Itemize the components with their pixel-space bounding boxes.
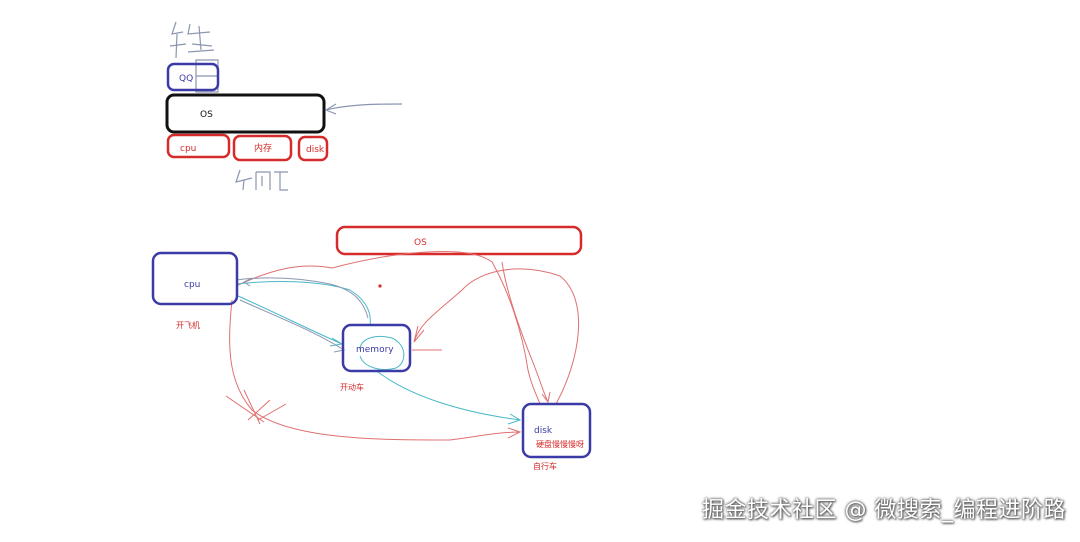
disk-node-label: disk xyxy=(534,426,553,436)
cpu-node-label: cpu xyxy=(184,280,200,290)
red-connection-strokes xyxy=(225,251,580,441)
os-box-top xyxy=(165,93,326,134)
cpu-box-top xyxy=(166,133,231,159)
memory-node xyxy=(341,323,412,373)
memory-node-label: memory xyxy=(356,345,394,355)
memory-box-top xyxy=(232,134,293,162)
os-bar-label: OS xyxy=(414,238,427,248)
memory-caption: 开动车 xyxy=(340,382,364,392)
disk-box-top xyxy=(297,135,329,162)
os-bar xyxy=(335,225,583,256)
disk-label-top: disk xyxy=(306,145,325,155)
disk-caption: 自行车 xyxy=(533,461,557,471)
qq-box xyxy=(166,62,220,92)
cpu-node xyxy=(151,251,239,306)
qq-label: QQ xyxy=(179,74,193,84)
os-label-top: OS xyxy=(200,110,213,120)
handwritten-hardware-label xyxy=(235,169,288,191)
arrow-into-os xyxy=(324,103,403,115)
disk-node xyxy=(521,402,592,459)
pen-dot xyxy=(378,284,382,288)
cyan-connection-strokes xyxy=(235,281,522,425)
disk-inner-note: 硬盘慢慢慢呀 xyxy=(536,439,584,449)
cpu-label-top: cpu xyxy=(180,144,196,154)
handwritten-software-label xyxy=(169,21,219,93)
cpu-caption: 开飞机 xyxy=(176,320,200,330)
watermark: 掘金技术社区 @ 微搜索_编程进阶路 xyxy=(702,498,1066,523)
memory-label-top: 内存 xyxy=(254,142,272,154)
